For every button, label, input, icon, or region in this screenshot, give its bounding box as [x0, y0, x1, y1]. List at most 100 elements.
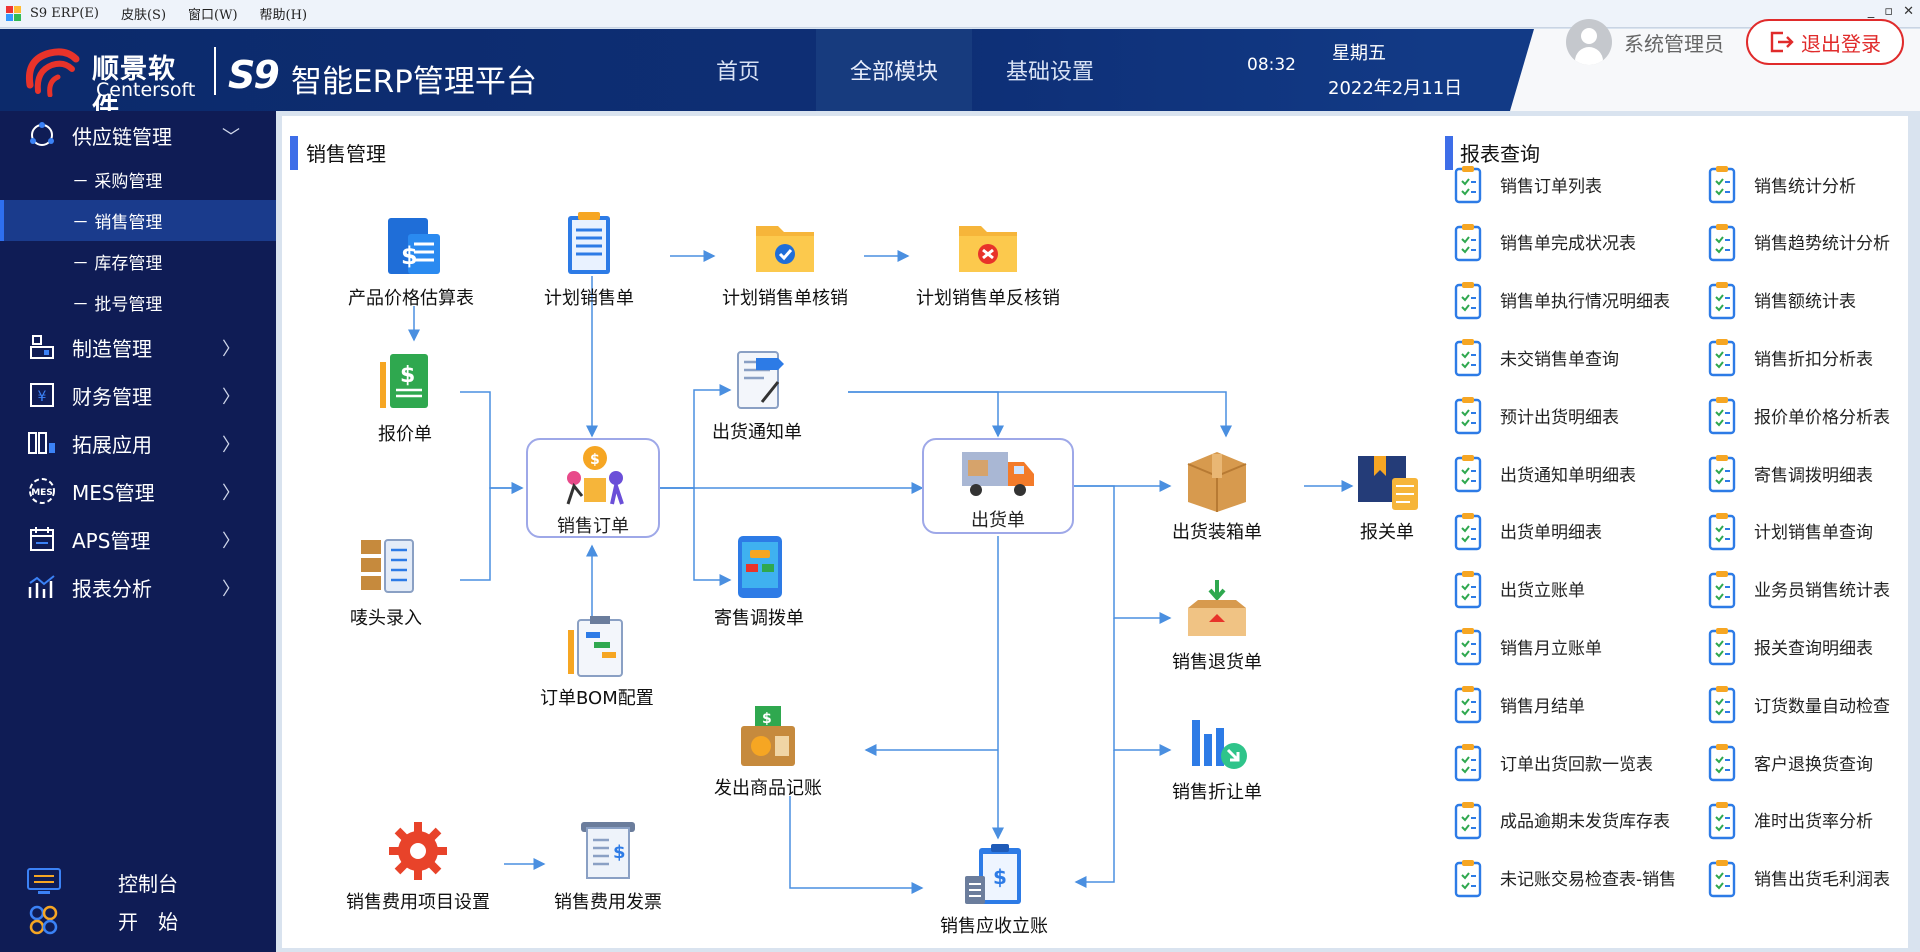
- report-link[interactable]: 出货单明细表: [1454, 511, 1602, 551]
- report-link[interactable]: 报价单价格分析表: [1708, 395, 1890, 435]
- node-receivable[interactable]: $ 销售应收立账: [940, 840, 1048, 938]
- sidebar-item-manufacturing[interactable]: 制造管理 〉: [0, 323, 276, 371]
- start-button[interactable]: 开 始: [0, 901, 276, 939]
- console-button[interactable]: 控制台: [0, 863, 276, 901]
- sidebar-item-label: APS管理: [72, 528, 151, 553]
- report-label: 销售订单列表: [1500, 176, 1602, 197]
- report-label: 客户退换货查询: [1754, 754, 1873, 775]
- report-link[interactable]: 报关查询明细表: [1708, 626, 1873, 666]
- report-link[interactable]: 销售额统计表: [1708, 280, 1856, 320]
- sidebar-sub-batch[interactable]: － 批号管理: [72, 295, 163, 315]
- sidebar-bottom: 控制台 开 始: [0, 863, 276, 939]
- menu-window[interactable]: 窗口(W): [188, 8, 238, 23]
- report-label: 销售统计分析: [1754, 176, 1856, 197]
- restore-button[interactable]: ▫: [1884, 4, 1894, 19]
- menu-skin[interactable]: 皮肤(S): [120, 8, 167, 23]
- node-sales-return[interactable]: 销售退货单: [1172, 576, 1262, 674]
- sidebar-item-label: 财务管理: [72, 384, 152, 409]
- report-link[interactable]: 销售折扣分析表: [1708, 337, 1873, 377]
- node-plan-sales[interactable]: 计划销售单: [544, 212, 634, 310]
- avatar[interactable]: [1566, 19, 1612, 65]
- node-goods-issued[interactable]: $ 发出商品记账: [714, 702, 822, 800]
- report-link[interactable]: 客户退换货查询: [1708, 742, 1873, 782]
- node-shipment[interactable]: 出货单: [922, 438, 1074, 534]
- report-clipboard-icon: [1454, 858, 1482, 898]
- report-link[interactable]: 销售趋势统计分析: [1708, 222, 1890, 262]
- report-clipboard-icon: [1708, 337, 1736, 377]
- chevron-right-icon: 〉: [222, 387, 240, 408]
- menu-help[interactable]: 帮助(H): [259, 8, 308, 23]
- clock: 08:32: [1247, 55, 1296, 75]
- tab-home[interactable]: 首页: [715, 60, 760, 85]
- report-link[interactable]: 出货立账单: [1454, 569, 1585, 609]
- report-link[interactable]: 计划销售单查询: [1708, 511, 1873, 551]
- node-sales-discount[interactable]: 销售折让单: [1172, 706, 1262, 804]
- invoice-printer-icon: $: [581, 822, 635, 879]
- node-plan-unverify[interactable]: 计划销售单反核销: [916, 212, 1060, 310]
- node-sales-order[interactable]: $ 销售订单: [526, 438, 660, 538]
- report-list: 销售订单列表销售单完成状况表销售单执行情况明细表未交销售单查询预计出货明细表出货…: [282, 116, 1908, 948]
- report-link[interactable]: 销售月立账单: [1454, 626, 1602, 666]
- node-consign-transfer[interactable]: 寄售调拨单: [714, 532, 804, 630]
- sidebar-item-aps[interactable]: APS管理 〉: [0, 515, 276, 563]
- node-label: 出货装箱单: [1172, 522, 1262, 543]
- tab-all-modules[interactable]: 全部模块: [816, 29, 972, 111]
- node-quote[interactable]: $ 报价单: [370, 348, 440, 446]
- report-link[interactable]: 销售月结单: [1454, 684, 1585, 724]
- sidebar-item-extension[interactable]: 拓展应用 〉: [0, 419, 276, 467]
- node-price-estimate[interactable]: $ 产品价格估算表: [348, 212, 474, 310]
- report-link[interactable]: 销售单完成状况表: [1454, 222, 1636, 262]
- logout-button[interactable]: 退出登录: [1746, 19, 1904, 65]
- report-link[interactable]: 准时出货率分析: [1708, 800, 1873, 840]
- sidebar-item-finance[interactable]: ¥ 财务管理 〉: [0, 371, 276, 419]
- report-link[interactable]: 出货通知单明细表: [1454, 453, 1636, 493]
- node-order-bom[interactable]: 订单BOM配置: [540, 612, 654, 710]
- menu-erp[interactable]: S9 ERP(E): [30, 6, 99, 21]
- minimize-button[interactable]: _: [1867, 4, 1875, 19]
- report-link[interactable]: 寄售调拨明细表: [1708, 453, 1873, 493]
- sidebar-item-mes[interactable]: MES MES管理 〉: [0, 467, 276, 515]
- sidebar-sub-purchase[interactable]: － 采购管理: [72, 172, 163, 192]
- report-link[interactable]: 订单出货回款一览表: [1454, 742, 1653, 782]
- report-clipboard-icon: [1708, 569, 1736, 609]
- report-link[interactable]: 未记账交易检查表-销售: [1454, 858, 1676, 898]
- mark-entry-icon: [361, 539, 414, 593]
- chevron-right-icon: 〉: [222, 339, 240, 360]
- report-link[interactable]: 预计出货明细表: [1454, 395, 1619, 435]
- node-packing[interactable]: 出货装箱单: [1172, 446, 1262, 544]
- report-link[interactable]: 销售统计分析: [1708, 164, 1856, 204]
- node-expense-invoice[interactable]: $ 销售费用发票: [554, 816, 662, 914]
- username[interactable]: 系统管理员: [1624, 32, 1724, 56]
- node-label: 订单BOM配置: [540, 688, 654, 709]
- report-link[interactable]: 成品逾期未发货库存表: [1454, 800, 1670, 840]
- report-clipboard-icon: [1708, 511, 1736, 551]
- report-clipboard-icon: [1708, 395, 1736, 435]
- sidebar-sub-sales[interactable]: － 销售管理: [0, 200, 276, 241]
- node-mark-entry[interactable]: 唛头录入: [350, 532, 422, 630]
- report-label: 销售出货毛利润表: [1754, 870, 1890, 891]
- report-link[interactable]: 销售订单列表: [1454, 164, 1602, 204]
- report-label: 销售单完成状况表: [1500, 234, 1636, 255]
- report-link[interactable]: 订货数量自动检查: [1708, 684, 1890, 724]
- receivable-clipboard-icon: $: [965, 844, 1021, 904]
- svg-text:$: $: [762, 711, 772, 727]
- node-plan-verify[interactable]: 计划销售单核销: [722, 212, 848, 310]
- report-link[interactable]: 业务员销售统计表: [1708, 569, 1890, 609]
- tab-basic-settings[interactable]: 基础设置: [1005, 60, 1094, 85]
- close-button[interactable]: ✕: [1903, 4, 1914, 19]
- node-customs[interactable]: 报关单: [1352, 446, 1422, 544]
- report-link[interactable]: 销售出货毛利润表: [1708, 858, 1890, 898]
- report-label: 寄售调拨明细表: [1754, 465, 1873, 486]
- report-clipboard-icon: [1454, 511, 1482, 551]
- node-label: 报价单: [378, 424, 432, 445]
- sidebar-sub-inventory[interactable]: － 库存管理: [72, 254, 163, 274]
- sidebar-item-supply-chain[interactable]: 供应链管理 ﹀: [0, 111, 276, 159]
- report-link[interactable]: 未交销售单查询: [1454, 337, 1619, 377]
- node-ship-notice[interactable]: 出货通知单: [712, 346, 802, 444]
- sidebar-item-report-analysis[interactable]: 报表分析 〉: [0, 563, 276, 611]
- start-label: 开 始: [118, 909, 178, 934]
- report-link[interactable]: 销售单执行情况明细表: [1454, 280, 1670, 320]
- top-nav: 首页 全部模块 基础设置: [660, 29, 1128, 111]
- document-icon: [568, 212, 610, 274]
- node-expense-setup[interactable]: 销售费用项目设置: [346, 816, 490, 914]
